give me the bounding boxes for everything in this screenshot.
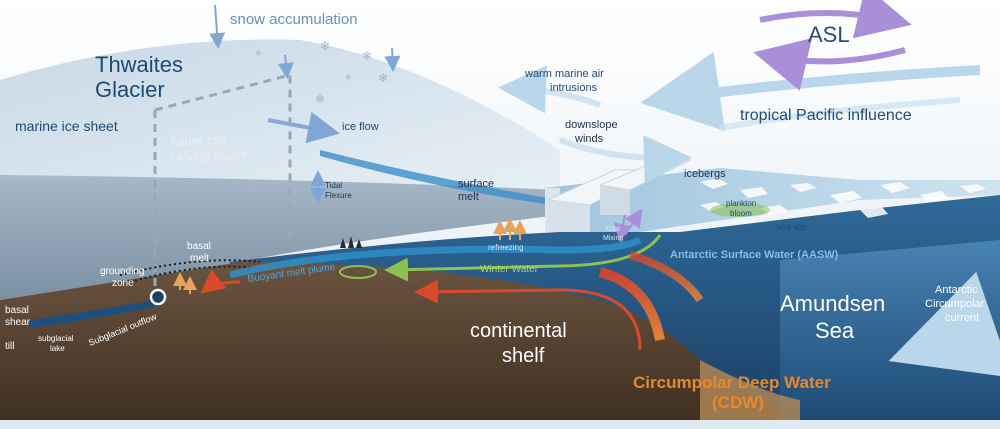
ice-flow-streak — [320, 150, 560, 206]
winter-water-arrow — [384, 234, 662, 282]
snow-accumulation-label: snow accumulation — [230, 11, 358, 28]
surface-melt-label-line2: melt — [458, 191, 479, 203]
bedrock-continental-shelf — [0, 262, 780, 420]
acc-label-line2: Circumpolar — [925, 298, 985, 310]
plankton-bloom-patch — [710, 203, 770, 217]
downslope-label-line1: downslope — [565, 119, 618, 131]
svg-text:❄: ❄ — [315, 92, 325, 106]
sea-ice-floes — [700, 178, 986, 218]
grounding-zone-label-line2: zone — [112, 278, 134, 289]
asl-circulation-icon — [753, 0, 912, 91]
amundsen-sea-label-line1: Amundsen — [780, 291, 885, 316]
basal-shear-label-line1: basal — [5, 305, 29, 316]
plankton-label-line2: bloom — [730, 209, 752, 218]
future-cliff-label-line1: future cliff — [170, 133, 227, 148]
plankton-label-line1: plankton — [726, 199, 756, 208]
ice-flow-label: ice flow — [342, 121, 379, 133]
tropical-pacific-label: tropical Pacific influence — [740, 107, 912, 124]
basal-melt-arrows — [173, 272, 197, 294]
cdw-upwelling-band — [598, 267, 665, 341]
warm-air-label-line1: warm marine air — [524, 68, 604, 80]
glacier-title-line1: Thwaites — [95, 52, 183, 77]
downslope-label-line2: winds — [574, 133, 604, 145]
sea-ice-label: sea ice — [775, 222, 807, 233]
winter-water-label: Winter Water — [480, 264, 539, 275]
refreezing-label: refreezing — [488, 243, 524, 252]
basal-melt-label-line2: melt — [190, 253, 209, 264]
amundsen-sea-label-line2: Sea — [815, 318, 855, 343]
grounding-zone-dots — [119, 259, 261, 276]
warm-air-label-line2: intrusions — [550, 82, 598, 94]
icebergs-label: icebergs — [684, 168, 726, 180]
acc-label-line1: Antarctic — [935, 284, 978, 296]
tidal-mixing-label-line1: Tidal — [605, 226, 620, 233]
cdw-basal-arrow — [200, 269, 241, 294]
cdw-label-line1: Circumpolar Deep Water — [633, 373, 831, 392]
svg-text:❄: ❄ — [255, 49, 262, 58]
subglacial-lake-label-line2: lake — [50, 344, 65, 353]
grounding-zone-label-line1: grounding — [100, 266, 144, 277]
asl-label: ASL — [808, 22, 850, 47]
future-cliff-label-line2: calving front? — [170, 149, 247, 164]
subglacial-lake-shape — [30, 300, 160, 328]
sea-surface — [545, 168, 1000, 232]
refreezing-arrows — [493, 218, 527, 240]
downslope-winds-arrow — [558, 135, 692, 184]
continental-shelf-label-line2: shelf — [502, 345, 545, 367]
grounding-line-marker-icon — [149, 288, 167, 306]
svg-text:❄: ❄ — [378, 71, 388, 85]
snowflake-icon: ❄ ❄ ❄ ❄ ❄ ❄ — [255, 39, 388, 106]
till-label: till — [5, 341, 14, 352]
marine-ice-sheet-label: marine ice sheet — [15, 118, 118, 134]
cdw-label-line2: (CDW) — [712, 393, 764, 412]
tidal-flexure-label-line1: Tidal — [325, 181, 342, 190]
subglacial-lake-label-line1: subglacial — [38, 334, 74, 343]
svg-text:❄: ❄ — [320, 39, 330, 53]
pinning-points — [340, 236, 362, 248]
svg-text:❄: ❄ — [345, 73, 352, 82]
continental-shelf-label-line1: continental — [470, 320, 567, 342]
buoyant-melt-plume-arrow — [229, 236, 642, 279]
aasw-label: Antarctic Surface Water (AASW) — [670, 249, 839, 261]
cdw-inflow-arrow — [414, 279, 642, 351]
bedrock-slope-edge — [700, 360, 800, 420]
warm-air-arrow — [498, 65, 602, 114]
acc-arrow — [888, 271, 1000, 378]
surface-melt-label-line1: surface — [458, 178, 494, 190]
basal-shear-label-line2: shear — [5, 317, 31, 328]
tidal-flexure-label-line2: Flexure — [325, 191, 352, 200]
tidal-mixing-label-line2: Mixing — [603, 235, 623, 242]
acc-label-line3: current — [945, 312, 979, 324]
snow-accumulation-arrows — [209, 4, 401, 79]
svg-text:❄: ❄ — [362, 49, 372, 63]
future-cliff-dashed-outline — [153, 73, 292, 290]
ice-sheet-surface — [0, 39, 560, 190]
glacier-title-line2: Glacier — [95, 77, 165, 102]
ice-flow-arrow — [267, 111, 340, 144]
mixing-eddy — [339, 265, 377, 279]
ice-sheet-cross-section — [0, 175, 560, 300]
basal-melt-label-line1: basal — [187, 241, 211, 252]
